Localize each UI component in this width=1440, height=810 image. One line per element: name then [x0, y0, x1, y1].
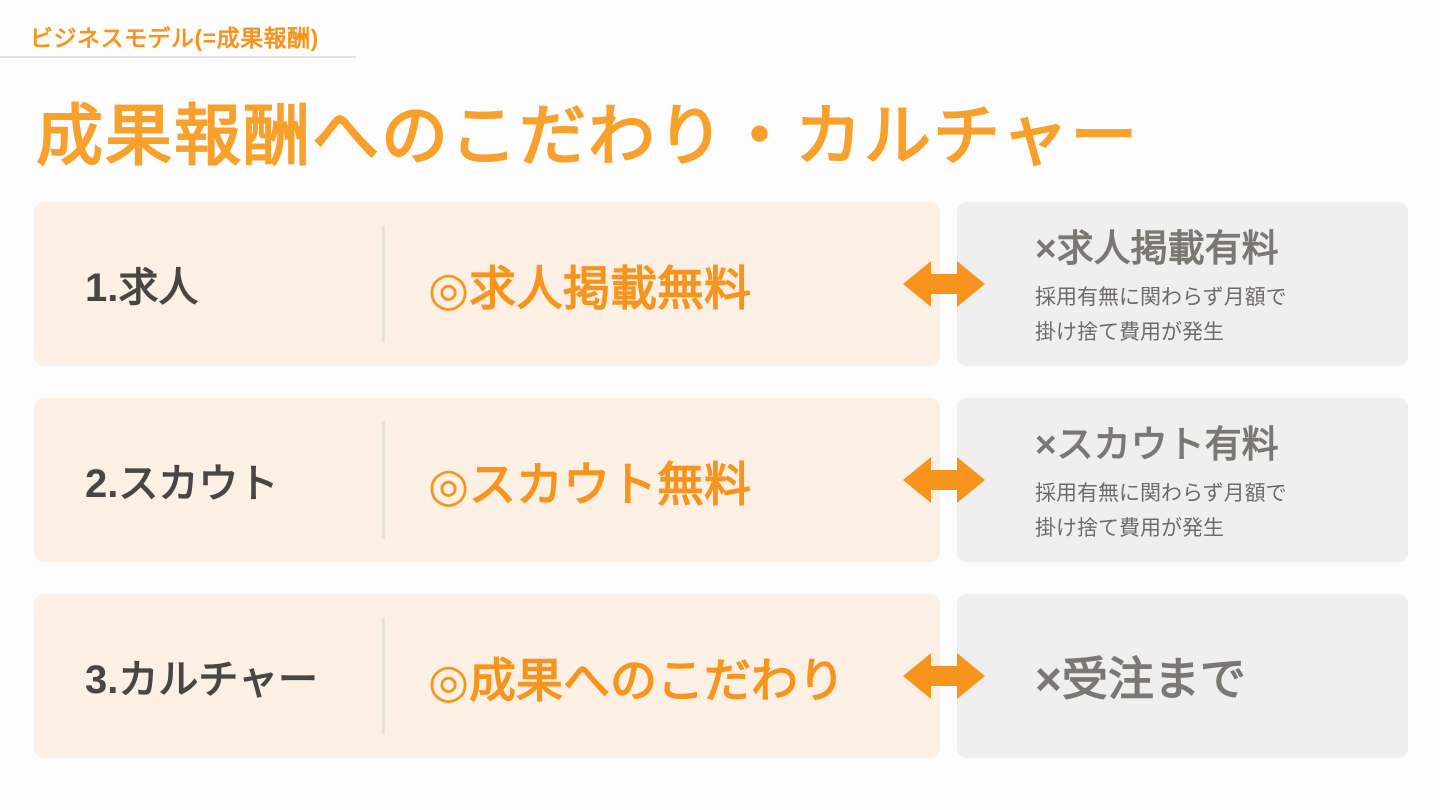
double-arrow-icon [903, 457, 985, 503]
eyebrow-underline [0, 56, 356, 58]
negative-title: ×スカウト有料 [1035, 424, 1279, 466]
comparison-row-1: 1.求人 ◎求人掲載無料 ×求人掲載有料 採用有無に関わらず月額で 掛け捨て費用… [34, 202, 1408, 366]
vertical-divider [382, 617, 385, 735]
ours-box-3: 3.カルチャー ◎成果へのこだわり [34, 594, 940, 758]
positive-point: ◎スカウト無料 [428, 457, 752, 511]
comparison-rows: 1.求人 ◎求人掲載無料 ×求人掲載有料 採用有無に関わらず月額で 掛け捨て費用… [34, 202, 1408, 790]
negative-desc: 採用有無に関わらず月額で 掛け捨て費用が発生 [1035, 482, 1287, 540]
double-arrow-icon [903, 261, 985, 307]
competitor-box-1: ×求人掲載有料 採用有無に関わらず月額で 掛け捨て費用が発生 [957, 202, 1408, 366]
negative-desc: 採用有無に関わらず月額で 掛け捨て費用が発生 [1035, 286, 1287, 344]
competitor-box-3: ×受注まで [957, 594, 1408, 758]
negative-title: ×受注まで [1035, 653, 1246, 705]
page-title: 成果報酬へのこだわり・カルチャー [36, 99, 1140, 174]
comparison-row-2: 2.スカウト ◎スカウト無料 ×スカウト有料 採用有無に関わらず月額で 掛け捨て… [34, 398, 1408, 562]
positive-point: ◎求人掲載無料 [428, 261, 752, 315]
row-number-label: 1.求人 [85, 266, 199, 310]
negative-title: ×求人掲載有料 [1035, 228, 1279, 270]
ours-box-2: 2.スカウト ◎スカウト無料 [34, 398, 940, 562]
vertical-divider [382, 225, 385, 343]
comparison-row-3: 3.カルチャー ◎成果へのこだわり ×受注まで [34, 594, 1408, 758]
eyebrow-label: ビジネスモデル(=成果報酬) [30, 25, 319, 51]
double-arrow-icon [903, 653, 985, 699]
row-number-label: 3.カルチャー [85, 658, 318, 702]
competitor-box-2: ×スカウト有料 採用有無に関わらず月額で 掛け捨て費用が発生 [957, 398, 1408, 562]
positive-point: ◎成果へのこだわり [428, 653, 846, 707]
row-number-label: 2.スカウト [85, 462, 279, 506]
vertical-divider [382, 421, 385, 539]
ours-box-1: 1.求人 ◎求人掲載無料 [34, 202, 940, 366]
